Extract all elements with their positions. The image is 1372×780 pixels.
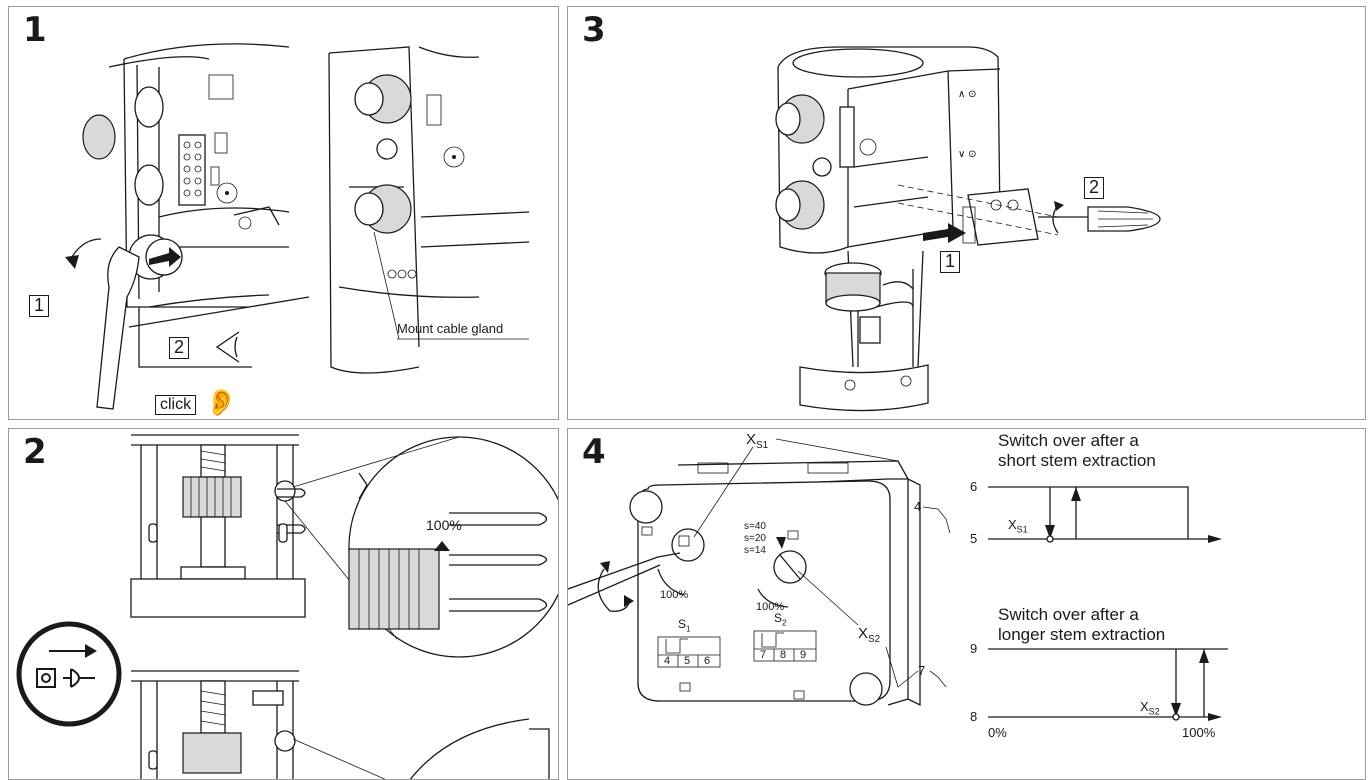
s1-terminal-4: 4 — [664, 655, 671, 667]
panel-step-4: 4 — [567, 428, 1366, 780]
gland-label: Mount cable gland — [397, 321, 504, 336]
panel-step-3: 3 ∧ ⊙ ∨ ⊙ — [567, 6, 1366, 420]
callout-1: 1 — [29, 295, 50, 317]
s2-terminal-8: 8 — [780, 649, 787, 661]
xs2-label: XS2 — [858, 625, 881, 645]
s2-terminal-9: 9 — [800, 649, 807, 661]
percent-label: 100% — [426, 517, 462, 533]
cable-gland-illustration — [65, 43, 530, 410]
graph2-xs2-label: XS2 — [1140, 699, 1160, 717]
panel-step-2: 2 — [8, 428, 559, 780]
axis-0-label: 0% — [988, 725, 1007, 740]
callout-2: 2 — [169, 337, 190, 359]
svg-text:∨ ⊙: ∨ ⊙ — [958, 149, 976, 160]
dial1-percent: 100% — [660, 589, 689, 601]
callout-2: 2 — [1084, 177, 1105, 199]
callout-1: 1 — [940, 251, 961, 273]
s1-terminal-5: 5 — [684, 655, 691, 667]
s2-label: S2 — [774, 611, 787, 628]
svg-text:∧ ⊙: ∧ ⊙ — [958, 89, 976, 100]
stroke-20-label: s=20 — [744, 533, 766, 544]
xs1-label: XS1 — [746, 431, 769, 451]
step-number: 3 — [582, 10, 606, 50]
step-number: 2 — [23, 432, 47, 472]
term-5-label: 5 — [970, 531, 978, 546]
click-label: click — [155, 395, 197, 415]
term-7-label: 7 — [918, 663, 926, 678]
graph1-xs1-label: XS1 — [1008, 517, 1028, 535]
stroke-40-label: s=40 — [744, 521, 766, 532]
term-4-label: 4 — [914, 499, 922, 514]
axis-100-label: 100% — [1182, 725, 1216, 740]
stem-adjustment-illustration — [16, 434, 558, 779]
term-6-label: 6 — [970, 479, 978, 494]
power-disconnect-icon — [16, 621, 122, 727]
s1-terminal-6: 6 — [704, 655, 711, 667]
step-number: 4 — [582, 432, 606, 472]
switch-module-illustration: ∧ ⊙ ∨ ⊙ — [775, 46, 1161, 412]
dial2-percent: 100% — [756, 601, 785, 613]
s2-terminal-7: 7 — [760, 649, 767, 661]
step-number: 1 — [23, 10, 47, 50]
ear-icon: 👂 — [205, 387, 238, 417]
limit-switch-illustration — [568, 438, 1228, 721]
term-9-label: 9 — [970, 641, 978, 656]
stroke-14-label: s=14 — [744, 545, 766, 556]
panel-step-1: 1 — [8, 6, 559, 420]
term-8-label: 8 — [970, 709, 978, 724]
s1-label: S1 — [678, 617, 691, 634]
